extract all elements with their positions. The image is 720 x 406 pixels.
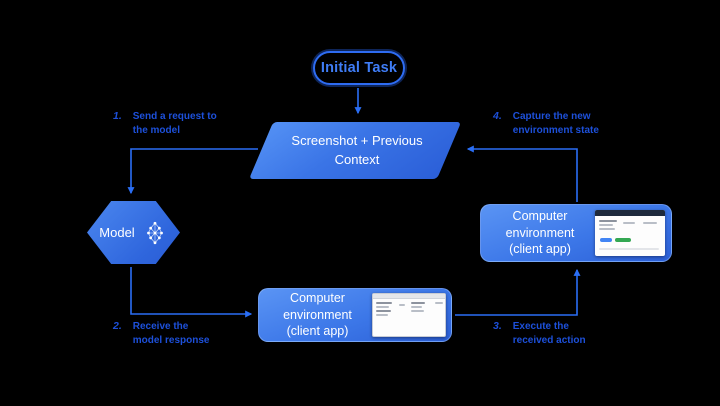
computer-env-bottom-label: Computer environment (client app) — [283, 290, 352, 339]
screenshot-context-node: Screenshot + Previous Context — [249, 122, 462, 179]
client-app-screenshot-thumbnail-2 — [595, 210, 665, 256]
initial-task-label: Initial Task — [320, 60, 398, 76]
connector-step2-model-to-env — [130, 267, 253, 318]
step-4-label: Capture the new environment state — [512, 111, 599, 136]
step-4: 4. Capture the new environment state — [493, 110, 609, 137]
connector-step4-env-to-context — [466, 145, 578, 202]
step-2-label: Receive the model response — [132, 321, 210, 346]
step-1: 1. Send a request to the model — [113, 110, 219, 137]
step-3-label: Execute the received action — [512, 321, 586, 346]
model-label: Model — [99, 225, 135, 240]
client-app-screenshot-thumbnail — [372, 293, 446, 337]
computer-env-bottom-node: Computer environment (client app) — [258, 288, 452, 342]
screenshot-context-label: Screenshot + Previous Context — [291, 132, 423, 167]
thumbnail-titlebar — [373, 294, 445, 299]
computer-env-right-label: Computer environment (client app) — [505, 208, 575, 257]
step-2-number: 2. — [113, 320, 122, 332]
initial-task-node: Initial Task — [313, 51, 405, 85]
step-2: 2. Receive the model response — [113, 320, 219, 347]
connector-step3-env-to-env — [455, 268, 581, 316]
step-4-number: 4. — [493, 110, 502, 122]
step-1-number: 1. — [113, 110, 122, 122]
thumbnail-titlebar-dark — [595, 210, 665, 216]
connector-step1-context-to-model — [127, 148, 258, 195]
neural-network-icon — [146, 221, 163, 244]
step-1-label: Send a request to the model — [132, 111, 217, 136]
step-3: 3. Execute the received action — [493, 320, 601, 347]
computer-env-right-node: Computer environment (client app) — [480, 204, 672, 262]
step-3-number: 3. — [493, 320, 502, 332]
